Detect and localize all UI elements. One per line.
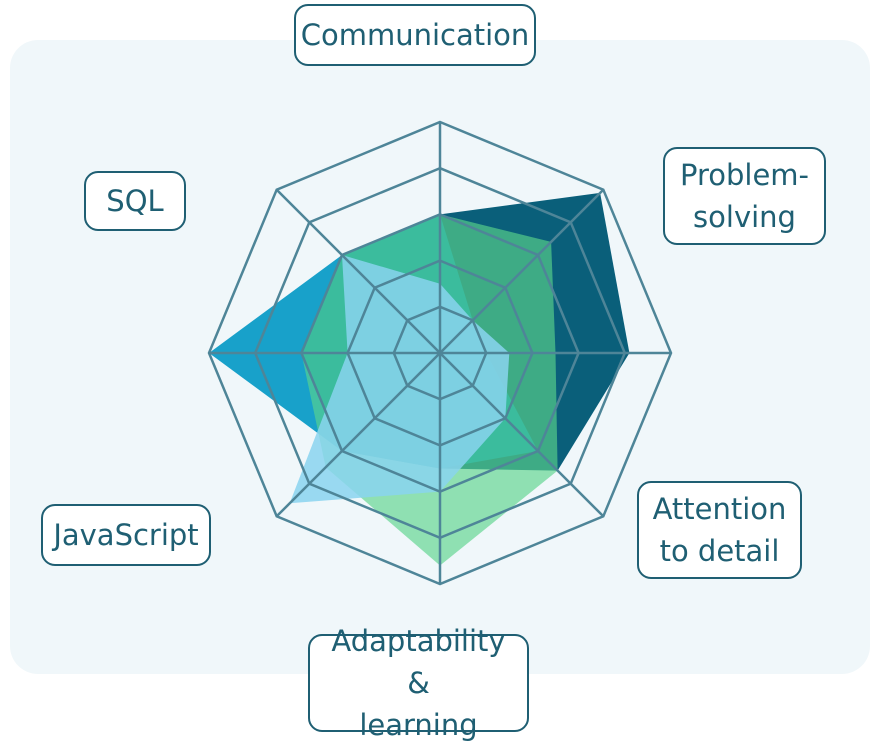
radar-spoke-6 bbox=[275, 352, 441, 518]
radar-spoke-2 bbox=[439, 188, 605, 354]
axis-label-communication: Communication bbox=[294, 4, 536, 66]
radar-spoke-4 bbox=[439, 352, 605, 518]
axis-label-sql: SQL bbox=[84, 171, 186, 231]
axis-label-attention-to-detail: Attention to detail bbox=[637, 481, 802, 579]
axis-label-problem-solving: Problem- solving bbox=[663, 147, 826, 245]
axis-label-adaptability-learning: Adaptability & learning bbox=[308, 624, 529, 742]
radar-series-4 bbox=[289, 255, 510, 504]
axis-label-javascript: JavaScript bbox=[41, 504, 211, 566]
radar-spoke-8 bbox=[275, 188, 441, 354]
